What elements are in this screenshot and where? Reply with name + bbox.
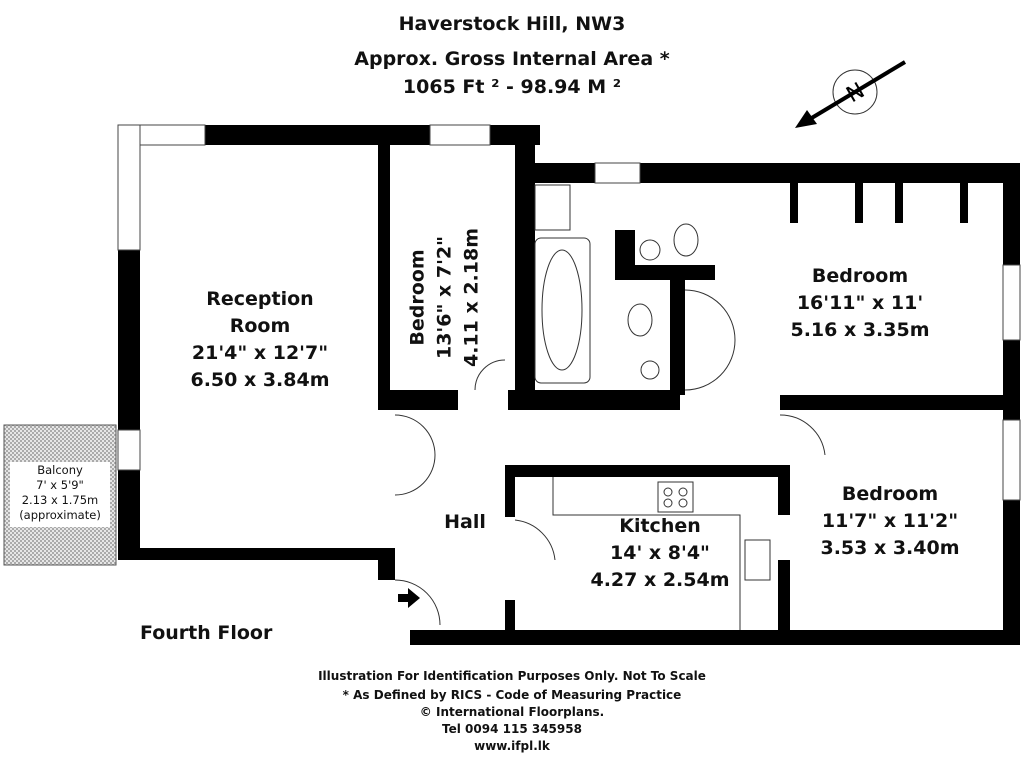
room-dims-metric: 6.50 x 3.84m: [190, 369, 330, 391]
room-dims-imperial: 11'7" x 11'2": [821, 510, 959, 532]
reception-room-label: Reception Room 21'4" x 12'7" 6.50 x 3.84…: [170, 286, 350, 394]
compass-north-icon: N: [795, 60, 907, 128]
room-dims-metric: 4.27 x 2.54m: [590, 569, 730, 591]
room-dims-imperial: 14' x 8'4": [610, 542, 710, 564]
address-title: Haverstock Hill, NW3: [398, 13, 626, 35]
room-name: Bedroom: [841, 483, 939, 505]
room-name: Bedroom: [811, 265, 909, 287]
footer-disclaimer: Illustration For Identification Purposes…: [318, 669, 706, 683]
footer-rics: * As Defined by RICS - Code of Measuring…: [342, 688, 682, 702]
bathtub: [534, 237, 591, 384]
shower: [534, 184, 571, 231]
entrance-arrow-icon: [398, 588, 420, 608]
room-dims-metric: 2.13 x 1.75m: [21, 493, 99, 507]
room-name: Reception: [206, 288, 314, 310]
kitchen-label: Kitchen 14' x 8'4" 4.27 x 2.54m: [585, 513, 735, 594]
room-note: (approximate): [19, 508, 101, 522]
room-dims-imperial: 21'4" x 12'7": [191, 342, 329, 364]
hob: [657, 481, 694, 513]
room-dims-metric: 4.11 x 2.18m: [460, 227, 483, 368]
bedroom-se-label: Bedroom 11'7" x 11'2" 3.53 x 3.40m: [800, 481, 980, 562]
footer-copyright: © International Floorplans.: [419, 705, 605, 719]
windows: [117, 124, 1021, 501]
room-dims-metric: 5.16 x 3.35m: [790, 319, 930, 341]
room-name: Bedroom: [406, 249, 429, 346]
room-dims-imperial: 7' x 5'9": [36, 478, 84, 492]
walls: [118, 125, 1020, 645]
room-name: Kitchen: [619, 515, 701, 537]
area-value: 1065 Ft ² - 98.94 M ²: [402, 76, 622, 98]
sink: [744, 539, 771, 581]
hall-label: Hall: [444, 511, 486, 533]
footer-website: www.ifpl.lk: [474, 739, 550, 753]
room-name: Balcony: [37, 463, 83, 477]
room-dims-imperial: 16'11" x 11': [796, 292, 924, 314]
small-bedroom-label: Bedroom 13'6" x 7'2" 4.11 x 2.18m: [405, 208, 486, 388]
footer-phone: Tel 0094 115 345958: [442, 722, 582, 736]
room-dims-imperial: 13'6" x 7'2": [433, 235, 456, 360]
toilet: [627, 303, 653, 337]
fixtures: [394, 184, 826, 630]
floor-label: Fourth Floor: [140, 622, 273, 644]
area-label: Approx. Gross Internal Area *: [354, 48, 670, 70]
room-name: Room: [229, 315, 291, 337]
balcony-label: Balcony 7' x 5'9" 2.13 x 1.75m (approxim…: [10, 463, 110, 523]
bedroom-ne-label: Bedroom 16'11" x 11' 5.16 x 3.35m: [770, 263, 950, 344]
room-dims-metric: 3.53 x 3.40m: [820, 537, 960, 559]
